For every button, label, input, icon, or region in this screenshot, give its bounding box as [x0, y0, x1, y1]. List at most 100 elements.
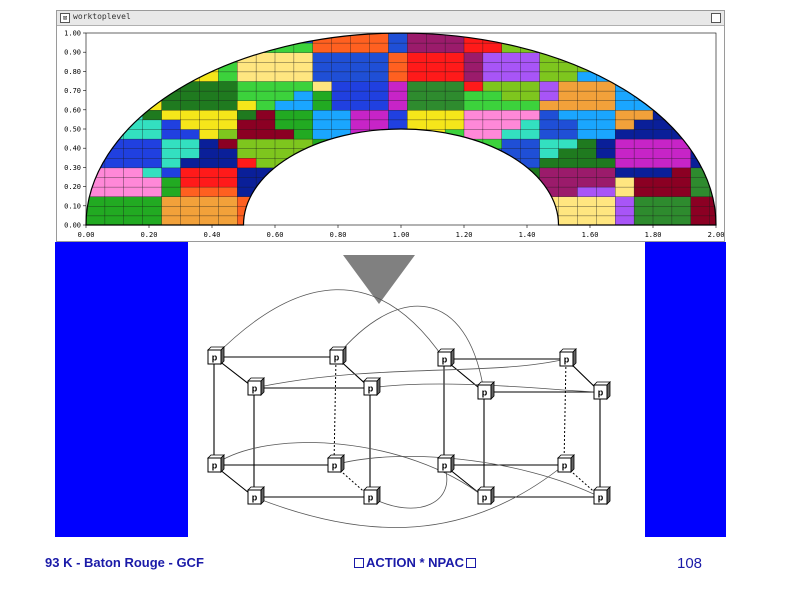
mesh-cell: [577, 148, 597, 159]
mesh-cell: [558, 109, 579, 121]
mesh-cell: [142, 167, 163, 178]
mesh-cell: [407, 90, 427, 101]
mesh-cell: [426, 52, 446, 63]
mesh-cell: [388, 109, 408, 121]
mesh-cell: [463, 100, 484, 111]
annulus-outline: [85, 32, 717, 226]
mesh-cell: [237, 167, 257, 178]
mesh-cell: [255, 80, 276, 92]
mesh-cell: [255, 138, 276, 149]
mesh-cell: [463, 109, 484, 121]
mesh-cell: [199, 196, 219, 207]
mesh-cell: [255, 128, 276, 140]
mesh-cell: [180, 109, 201, 121]
partition-regions: [86, 33, 716, 226]
mesh-cell: [558, 215, 579, 226]
mesh-cell: [520, 138, 541, 149]
mesh-cell: [331, 80, 352, 92]
mesh-cell: [218, 157, 238, 169]
cube-link-curve: [213, 442, 485, 498]
mesh-cell: [161, 138, 182, 149]
mesh-cell: [388, 61, 408, 73]
processor-label: p: [562, 461, 568, 471]
mesh-cell: [331, 119, 352, 130]
mesh-cell: [482, 52, 503, 63]
mesh-cell: [180, 119, 201, 130]
mesh-cell: [350, 100, 371, 111]
processor-label: p: [482, 493, 488, 503]
mesh-cell: [558, 128, 579, 140]
mesh-cell: [180, 196, 201, 207]
processor-node: p: [207, 454, 225, 473]
mesh-cell: [274, 71, 295, 82]
footer-center: ACTION * NPAC: [352, 555, 478, 570]
mesh-cell: [104, 186, 125, 197]
mesh-cell: [255, 109, 276, 121]
mesh-cell: [577, 176, 597, 188]
mesh-cell: [633, 128, 654, 140]
mesh-cell: [501, 100, 522, 111]
mesh-cell: [690, 215, 711, 226]
window-maximize-icon[interactable]: [711, 13, 721, 23]
processor-label: p: [482, 388, 488, 398]
mesh-cell: [615, 128, 635, 140]
mesh-cell: [350, 109, 371, 121]
mesh-cell: [350, 42, 371, 53]
x-tick-label: 0.60: [267, 231, 284, 239]
mesh-cell: [199, 119, 219, 130]
processor-node: p: [363, 486, 381, 505]
mesh-cell: [444, 52, 465, 63]
mesh-cell: [539, 90, 560, 101]
cube-link-curve: [369, 464, 448, 509]
mesh-cell: [463, 61, 484, 73]
mesh-cell: [180, 157, 201, 169]
cube-hidden-edge: [563, 358, 567, 466]
mesh-cell: [615, 109, 635, 121]
mesh-cell: [331, 33, 352, 34]
mesh-cell: [293, 80, 314, 92]
mesh-cell: [388, 42, 408, 53]
processor-label: p: [442, 461, 448, 471]
mesh-cell: [123, 148, 144, 159]
mesh-cell: [709, 215, 716, 226]
mesh-cell: [596, 128, 616, 140]
processor-label: p: [598, 493, 604, 503]
mesh-cell: [331, 109, 352, 121]
mesh-cell: [652, 176, 673, 188]
mesh-cell: [615, 119, 635, 130]
processor-label: p: [212, 353, 218, 363]
mesh-cell: [180, 138, 201, 149]
mesh-cell: [199, 80, 219, 92]
mesh-cell: [369, 80, 390, 92]
mesh-cell: [633, 119, 654, 130]
hypercube-edges: [213, 289, 601, 528]
mesh-cell: [690, 205, 711, 217]
mesh-cell: [218, 138, 238, 149]
cube-hidden-edge: [333, 356, 337, 466]
mesh-cell: [104, 176, 125, 188]
mesh-cell: [407, 71, 427, 82]
bullet-box-icon: [465, 558, 476, 568]
y-tick-label: 0.80: [64, 68, 81, 76]
processor-label: p: [368, 493, 374, 503]
mesh-cell: [671, 215, 692, 226]
mesh-cell: [407, 100, 427, 111]
window-menu-icon[interactable]: ⊠: [60, 13, 70, 23]
mesh-cell: [369, 52, 390, 63]
mesh-cell: [577, 119, 597, 130]
mesh-cell: [577, 128, 597, 140]
cube-link-curve: [335, 305, 485, 393]
mesh-cell: [388, 52, 408, 63]
mesh-cell: [142, 157, 163, 169]
mesh-cell: [161, 109, 182, 121]
mesh-cell: [596, 176, 616, 188]
mesh-cell: [218, 148, 238, 159]
mesh-cell: [444, 42, 465, 53]
mesh-cell: [577, 205, 597, 217]
mesh-cell: [539, 61, 560, 73]
processor-node: p: [593, 486, 611, 505]
mesh-cell: [463, 71, 484, 82]
mesh-cell: [463, 119, 484, 130]
mesh-cell: [407, 61, 427, 73]
mesh-cell: [180, 215, 201, 226]
